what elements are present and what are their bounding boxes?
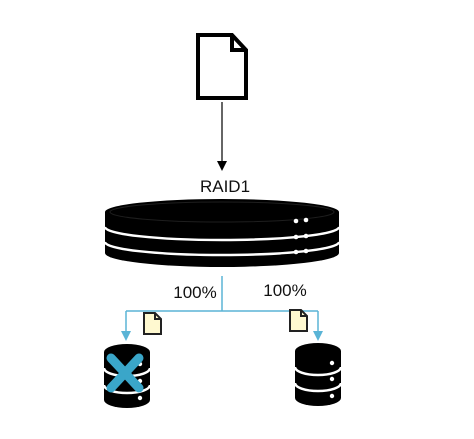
left-percent-label: 100% bbox=[173, 283, 216, 302]
right-document-copy-icon bbox=[289, 309, 308, 332]
right-percent-label: 100% bbox=[263, 281, 306, 300]
raid-array-icon bbox=[103, 199, 341, 267]
source-document-icon bbox=[196, 33, 248, 100]
mirror-connector bbox=[121, 276, 323, 341]
raid-label: RAID1 bbox=[200, 177, 250, 196]
failure-cross-icon bbox=[106, 353, 144, 393]
right-database-disk-icon bbox=[293, 343, 343, 406]
left-document-copy-icon bbox=[143, 312, 162, 335]
